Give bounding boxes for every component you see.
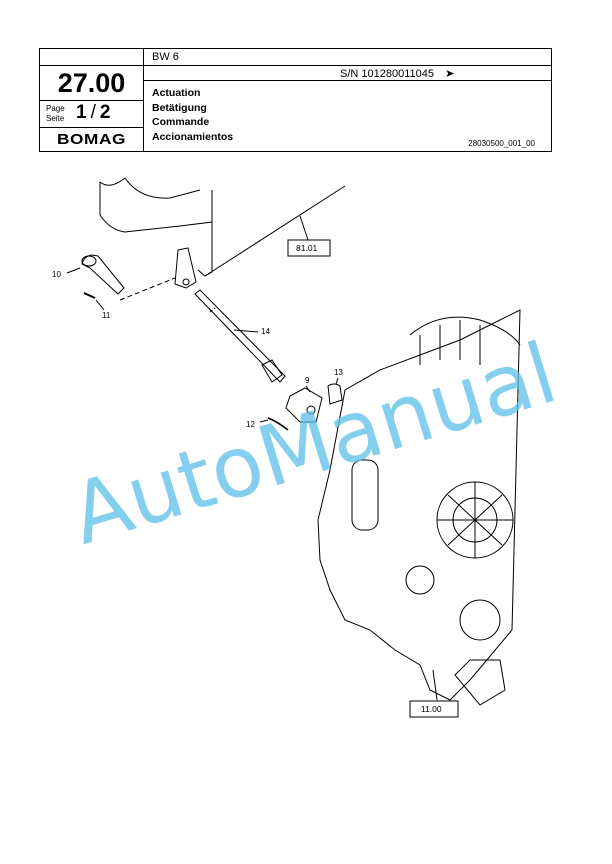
callout-10: 10: [52, 270, 61, 279]
assembly-line: [119, 277, 176, 301]
bomag-logo: BOMAG: [57, 131, 126, 148]
tank-outline: [99, 177, 126, 186]
engine-fins: [419, 320, 481, 365]
tank-outline: [197, 222, 213, 277]
serial-number: S/N 101280011045 ➤: [340, 68, 455, 80]
bracket-hole: [182, 278, 190, 286]
part-14-rod: [194, 289, 286, 383]
title-es: Accionamientos: [152, 130, 234, 143]
parts-drawing: 10 11 14 9 13 12 81.01 11.00: [52, 177, 521, 718]
divider: [40, 127, 143, 128]
part-10-head: [81, 255, 97, 267]
callout-12: 12: [246, 420, 255, 429]
engine-cap: [405, 565, 435, 595]
part-14-nut: [261, 359, 283, 383]
engine-filter: [351, 459, 379, 531]
callout-9: 9: [305, 376, 310, 385]
engine-block: [317, 309, 521, 701]
callout-13: 13: [334, 368, 343, 377]
ref-box-81-01: [287, 239, 331, 257]
tank-outline: [99, 182, 213, 233]
divider: [143, 65, 551, 66]
arrow-icon: ➤: [445, 68, 455, 80]
page-number: 1/2: [76, 102, 111, 123]
callout-14: 14: [261, 327, 270, 336]
section-titles: Actuation Betätigung Commande Accionamie…: [152, 86, 233, 144]
tank-outline: [124, 177, 201, 199]
leader-81-01: [299, 215, 309, 241]
leader-11-00: [432, 669, 438, 701]
model-name: BW 6: [152, 51, 179, 63]
part-9: [285, 387, 323, 423]
leader-10: [66, 267, 81, 274]
leader-9: [305, 385, 311, 393]
header-table: BW 6 S/N 101280011045 ➤ Actuation Betäti…: [39, 48, 552, 152]
ref-81-01: 81.01: [296, 243, 318, 253]
part-12: [267, 417, 289, 431]
section-number: 27.00: [57, 68, 126, 98]
divider: [143, 49, 144, 151]
part-14-detail: [209, 307, 216, 313]
part-10: [81, 254, 125, 295]
bracket: [174, 247, 197, 289]
engine-detail: [409, 316, 521, 346]
ref-11-00: 11.00: [421, 704, 442, 714]
part-13: [327, 383, 343, 405]
title-de: Betätigung: [152, 101, 207, 114]
part-9-hole: [306, 405, 316, 415]
page-label: Page Seite: [46, 104, 65, 123]
leader-11: [95, 299, 105, 311]
tank-outline: [204, 185, 346, 277]
ref-box-11-00: [409, 700, 459, 718]
divider: [40, 100, 143, 101]
part-11: [83, 292, 96, 299]
callout-11: 11: [102, 311, 111, 320]
divider: [143, 80, 551, 81]
leader-13: [335, 377, 339, 385]
divider: [40, 65, 143, 66]
title-en: Actuation: [152, 87, 201, 99]
leader-14: [233, 329, 259, 333]
engine-mount: [454, 659, 506, 706]
title-fr: Commande: [152, 116, 210, 128]
leader-12: [259, 419, 269, 423]
engine-pulley: [459, 599, 501, 641]
engine-fan-blades: [437, 482, 513, 558]
doc-number: 28030500_001_00: [468, 139, 535, 148]
